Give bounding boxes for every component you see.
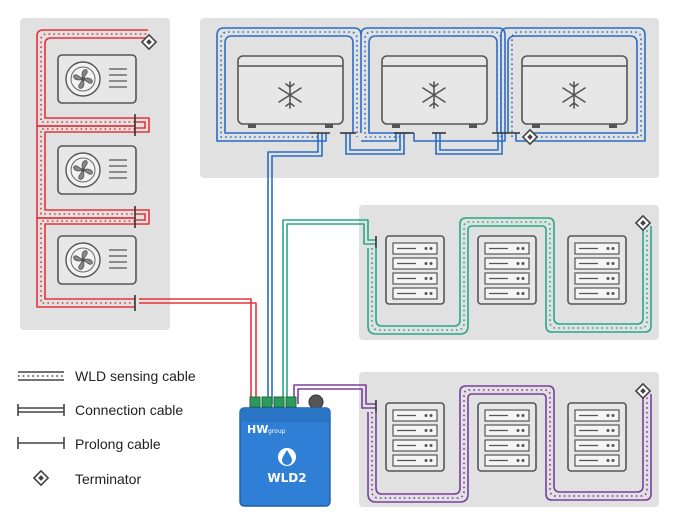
server-rack-icon — [385, 402, 445, 472]
server-rack-icon — [385, 235, 445, 305]
ac-outdoor-unit-icon — [57, 145, 137, 195]
server-rack-icon — [567, 402, 627, 472]
legend-prolong-label: Prolong cable — [75, 436, 161, 452]
device-brand-sub: group — [268, 428, 286, 435]
server-rack-icon — [477, 235, 537, 305]
freezer-icon — [521, 55, 628, 129]
wld2-device: HW group WLD2 — [239, 394, 331, 507]
legend-connection-label: Connection cable — [75, 402, 184, 418]
device-brand: HW — [247, 423, 268, 436]
freezer-icon — [381, 55, 488, 129]
legend-sensing-label: WLD sensing cable — [75, 368, 196, 384]
legend-sensing-symbol — [18, 371, 64, 381]
legend-terminator-symbol — [33, 470, 49, 486]
legend-terminator-label: Terminator — [75, 471, 142, 487]
legend-prolong-symbol — [17, 437, 65, 449]
server-rack-icon — [567, 235, 627, 305]
server-rack-icon — [477, 402, 537, 472]
legend-connection-symbol — [17, 404, 65, 416]
ac-outdoor-unit-icon — [57, 235, 137, 285]
freezer-icon — [237, 55, 344, 129]
device-name: WLD2 — [267, 471, 306, 485]
ac-outdoor-unit-icon — [57, 54, 137, 104]
